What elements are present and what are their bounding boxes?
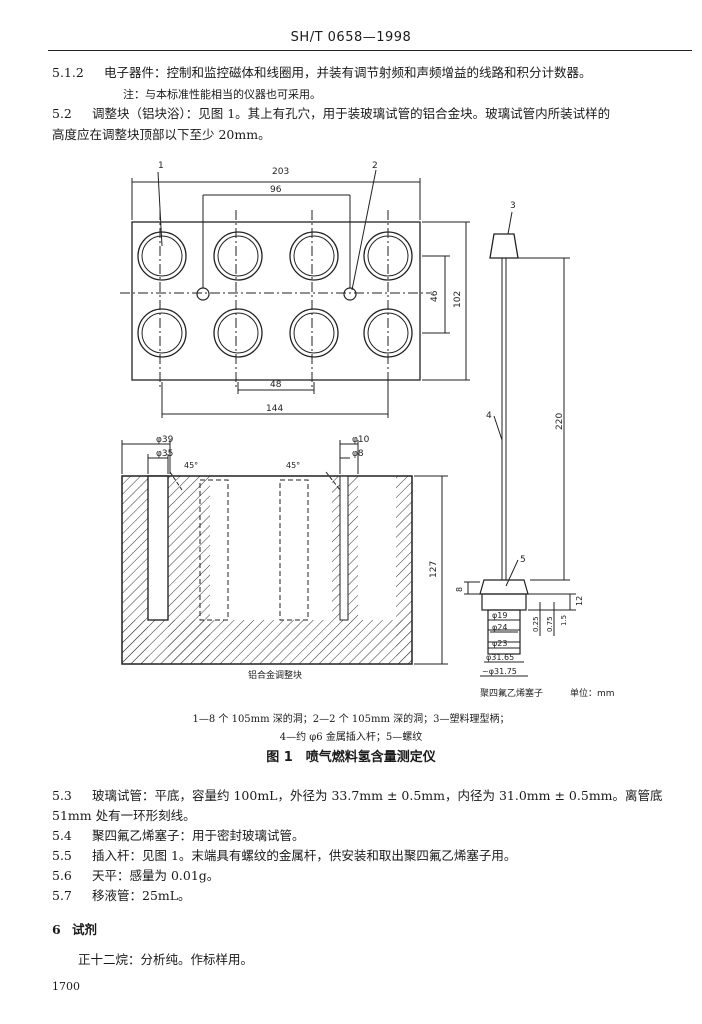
dim-phi23: φ23 [492,639,507,648]
dim-0-75: 0.75 [546,616,554,632]
note-text: 注：与本标准性能相当的仪器也可采用。 [123,88,321,101]
item-5-6-num: 5.6 [52,868,72,883]
dim-127: 127 [429,561,439,578]
section-6-num: 6 [52,922,61,937]
dim-46: 46 [430,290,440,302]
callout-2: 2 [372,161,378,171]
plastic-handle [489,233,519,259]
item-5-4-text: 聚四氟乙烯塞子：用于密封玻璃试管。 [92,828,305,843]
dim-phi24: φ24 [492,623,507,632]
figure-title: 图 1 喷气燃料氢含量测定仪 [266,750,436,765]
unit-label: 单位：mm [570,687,615,699]
dim-phi31-65: φ31.65 [486,653,514,662]
dim-220: 220 [555,413,565,430]
label-alloy-block: 铝合金调整块 [248,669,302,681]
item-5-5-text: 插入杆：见图 1。末端具有螺纹的金属杆，供安装和取出聚四氟乙烯塞子用。 [92,848,517,863]
item-5-3-text: 玻璃试管：平底，容量约 100mL，外径为 33.7mm ± 0.5mm，内径为… [92,788,663,803]
dim-phi19: φ19 [492,611,507,620]
dim-144: 144 [266,404,283,414]
section-5-1-2-text: 电子器件：控制和监控磁体和线圈用，并装有调节射频和声频增益的线路和积分计数器。 [104,65,592,80]
item-5-4-num: 5.4 [52,828,72,843]
callout-5: 5 [520,555,526,565]
callout-1: 1 [158,161,164,171]
angle-45-left: 45° [184,461,198,470]
item-5-3-num: 5.3 [52,788,72,803]
item-5-7-num: 5.7 [52,888,72,903]
dim-phi31-75: ~φ31.75 [482,667,517,676]
callout-3: 3 [510,201,516,211]
figure-legend-1: 1—8 个 105mm 深的洞；2—2 个 105mm 深的洞；3—塑料理型柄； [192,714,510,725]
section-6-title: 试剂 [72,922,98,937]
figure-legend-2: 4—约 φ6 金属插入杆；5—螺纹 [279,732,423,743]
dim-102: 102 [453,291,463,308]
item-5-3-continued: 51mm 处有一环形刻线。 [52,808,196,823]
block-top-view [131,221,421,381]
dim-phi10: φ10 [352,435,370,445]
dim-96: 96 [270,185,282,195]
dim-0-25: 0.25 [532,616,540,632]
section-5-2-line2: 高度应在调整块顶部以下至少 20mm。 [52,127,271,142]
section-5-2-num: 5.2 [52,106,72,121]
dim-phi8: φ8 [352,449,364,459]
dim-phi39: φ39 [156,435,174,445]
dim-1-5: 1.5 [560,615,568,626]
dim-12: 12 [575,596,584,606]
callout-4: 4 [486,411,492,421]
page-number: 1700 [52,980,80,993]
dim-8: 8 [455,587,464,592]
item-5-7-text: 移液管：25mL。 [92,888,191,903]
reagent-text: 正十二烷：分析纯。作标样用。 [78,952,254,967]
item-5-5-num: 5.5 [52,848,72,863]
header-rule [48,50,692,51]
section-5-2-line1: 调整块（铝块浴）：见图 1。其上有孔穴，用于装玻璃试管的铝合金块。玻璃试管内所装… [92,106,611,121]
dim-phi35: φ35 [156,449,173,459]
angle-45-right: 45° [286,461,300,470]
dim-203: 203 [272,167,289,177]
section-5-1-2-num: 5.1.2 [52,65,84,80]
figure-1-drawing: 203 96 46 102 48 144 1 2 φ39 φ35 45° 45°… [120,161,615,699]
dim-48: 48 [270,380,282,390]
page-header: SH/T 0658—1998 [290,30,412,45]
item-5-6-text: 天平：感量为 0.01g。 [92,868,220,883]
label-stopper: 聚四氟乙烯塞子 [480,687,543,699]
